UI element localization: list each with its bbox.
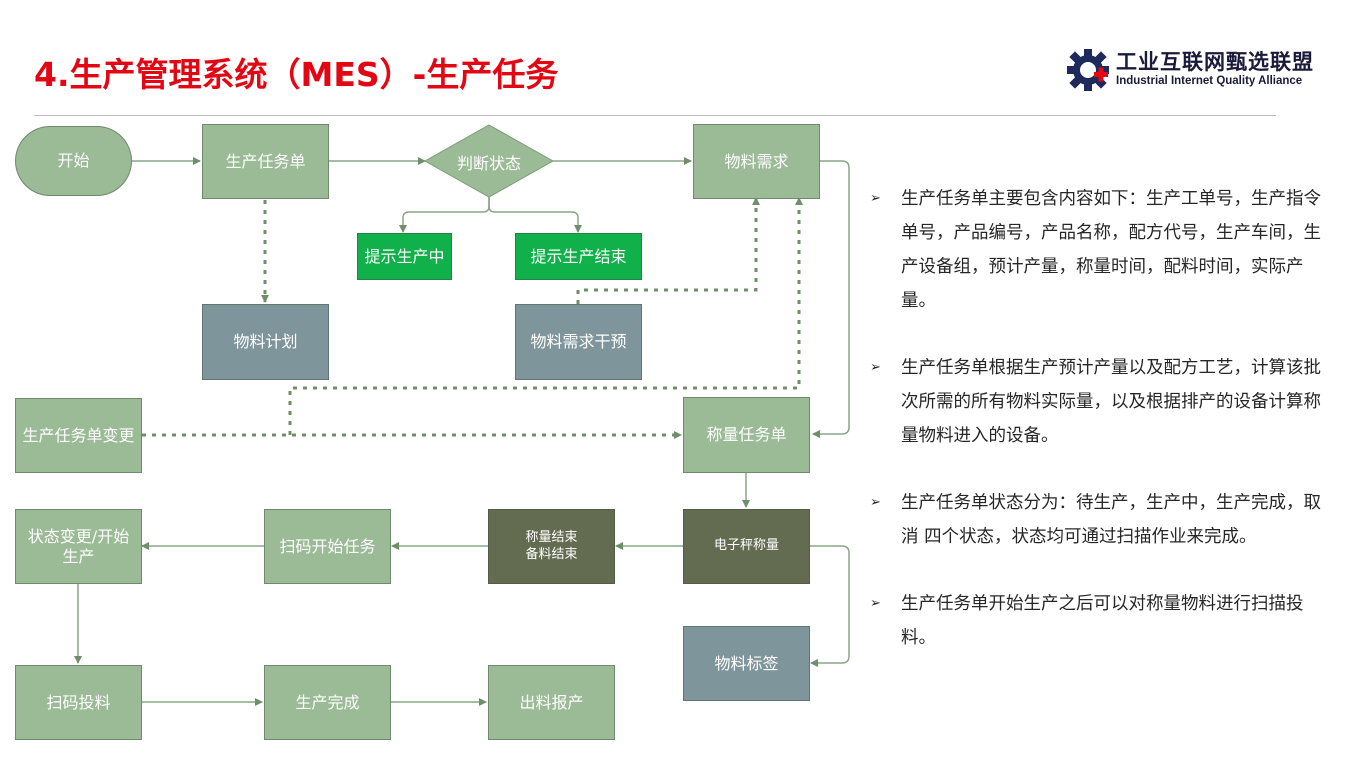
task-change-node: 生产任务单变更 — [15, 398, 142, 473]
weighing-end-node: 称量结束 备料结束 — [488, 509, 615, 584]
description-item: ➢ 生产任务单状态分为：待生产，生产中，生产完成，取消 四个状态，状态均可通过扫… — [870, 486, 1322, 554]
scan-start-node: 扫码开始任务 — [264, 509, 391, 584]
arrow-bullet-icon: ➢ — [870, 191, 881, 206]
material-demand-node: 物料需求 — [693, 124, 820, 199]
e-scale-node: 电子秤称量 — [683, 509, 810, 584]
status-change-node: 状态变更/开始生产 — [15, 509, 142, 584]
description-text: 生产任务单主要包含内容如下：生产工单号，生产指令单号，产品编号，产品名称，配方代… — [901, 189, 1321, 311]
description-item: ➢ 生产任务单开始生产之后可以对称量物料进行扫描投料。 — [870, 587, 1322, 655]
description-item: ➢ 生产任务单根据生产预计产量以及配方工艺，计算该批次所需的所有物料实际量，以及… — [870, 351, 1322, 453]
demand-intervention-node: 物料需求干预 — [515, 304, 642, 380]
arrow-bullet-icon: ➢ — [870, 495, 881, 510]
arrow-bullet-icon: ➢ — [870, 360, 881, 375]
page-title: 4.生产管理系统（MES）-生产任务 — [34, 55, 559, 94]
task-order-node: 生产任务单 — [202, 124, 329, 199]
judge-status-label: 判断状态 — [456, 154, 521, 173]
description-item: ➢ 生产任务单主要包含内容如下：生产工单号，生产指令单号，产品编号，产品名称，配… — [870, 182, 1322, 318]
description-list: ➢ 生产任务单主要包含内容如下：生产工单号，生产指令单号，产品编号，产品名称，配… — [870, 182, 1322, 688]
weighing-task-node: 称量任务单 — [683, 397, 810, 473]
header-divider — [34, 115, 1276, 116]
judge-status-diamond — [423, 124, 555, 198]
production-done-node: 生产完成 — [264, 665, 391, 740]
output-report-node: 出料报产 — [488, 665, 615, 740]
description-text: 生产任务单开始生产之后可以对称量物料进行扫描投料。 — [901, 594, 1304, 648]
arrow-bullet-icon: ➢ — [870, 596, 881, 611]
material-label-node: 物料标签 — [683, 626, 810, 701]
prompt-in-production-node: 提示生产中 — [357, 233, 452, 280]
alliance-logo: 工业互联网甄选联盟 Industrial Internet Quality Al… — [1064, 44, 1324, 96]
gear-cross-icon — [1067, 49, 1109, 91]
logo-text-en: Industrial Internet Quality Alliance — [1116, 75, 1303, 87]
material-plan-node: 物料计划 — [202, 304, 329, 380]
start-node: 开始 — [15, 126, 132, 196]
description-text: 生产任务单状态分为：待生产，生产中，生产完成，取消 四个状态，状态均可通过扫描作… — [901, 493, 1321, 547]
description-text: 生产任务单根据生产预计产量以及配方工艺，计算该批次所需的所有物料实际量，以及根据… — [901, 358, 1321, 446]
scan-feed-node: 扫码投料 — [15, 665, 142, 740]
prompt-production-end-node: 提示生产结束 — [515, 233, 642, 280]
logo-text-cn: 工业互联网甄选联盟 — [1116, 50, 1314, 74]
